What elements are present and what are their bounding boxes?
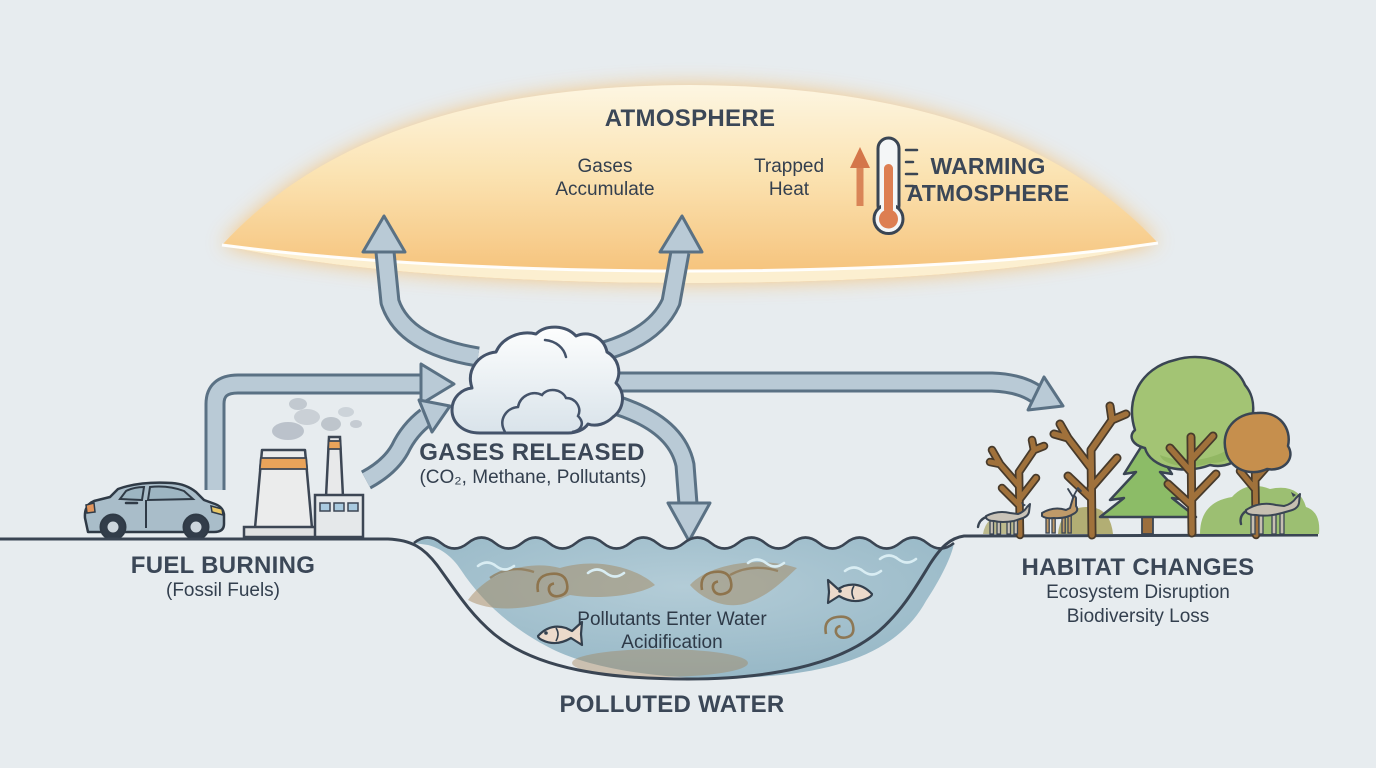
- arrow-cloud-to-atmosphere-left-icon: [361, 214, 480, 368]
- bare-tree-icon: [1049, 401, 1131, 540]
- wave-icon: [476, 554, 918, 578]
- trapped-heat-line2: Heat: [768, 179, 810, 200]
- habitat-changes-line2: Biodiversity Loss: [1066, 606, 1210, 627]
- polluted-water-title: POLLUTED WATER: [559, 691, 785, 718]
- arrow-factory-to-cloud-icon: [360, 398, 452, 490]
- power-plant-icon: [242, 435, 365, 539]
- warming-atmosphere-label: WARMING ATMOSPHERE: [907, 153, 1070, 207]
- ground-line: [0, 533, 1319, 681]
- water-annotation-line1: Pollutants Enter Water: [577, 609, 767, 630]
- fish-icon: [536, 620, 584, 647]
- fuel-burning-title: FUEL BURNING: [130, 552, 316, 579]
- gases-released-title: GASES RELEASED: [419, 439, 645, 466]
- gases-accumulate-label: Gases Accumulate: [555, 155, 654, 201]
- water-annotation: Pollutants Enter Water Acidification: [577, 608, 766, 654]
- arrow-car-to-cloud-icon: [204, 362, 456, 490]
- water-annotation-line2: Acidification: [621, 632, 723, 653]
- fish-icon: [826, 578, 874, 605]
- atmosphere-title: ATMOSPHERE: [604, 105, 776, 132]
- trapped-heat-label: Trapped Heat: [754, 155, 824, 201]
- gases-accumulate-line2: Accumulate: [555, 179, 655, 200]
- atmosphere-dome: [221, 85, 1159, 283]
- gases-accumulate-line1: Gases: [577, 156, 633, 177]
- habitat-scene: [976, 355, 1320, 540]
- autumn-tree-icon: [1223, 411, 1292, 540]
- pine-tree-icon: [1098, 434, 1198, 535]
- cloud-icon: [450, 325, 624, 435]
- leafy-tree-icon: [1130, 355, 1255, 538]
- wolf-icon: [1239, 492, 1301, 535]
- fuel-burning-subtitle: (Fossil Fuels): [165, 580, 281, 601]
- wolf-icon: [976, 502, 1031, 535]
- flow-arrows: [204, 214, 1065, 543]
- habitat-changes-title: HABITAT CHANGES: [1021, 554, 1255, 581]
- deer-icon: [1041, 487, 1082, 534]
- warming-line1: WARMING: [930, 153, 1046, 179]
- polluted-water-basin: [413, 536, 955, 679]
- arrow-cloud-to-water-icon: [606, 392, 712, 543]
- smoke-icon: [272, 398, 362, 440]
- car-icon: [83, 481, 226, 541]
- arrow-cloud-to-habitat-icon: [612, 371, 1065, 412]
- trapped-heat-line1: Trapped: [753, 156, 825, 177]
- warming-line2: ATMOSPHERE: [906, 180, 1070, 206]
- bare-tree-icon: [985, 435, 1049, 540]
- thermometer-icon: [872, 136, 919, 235]
- up-arrow-icon: [850, 147, 870, 206]
- gases-released-subtitle: (CO₂, Methane, Pollutants): [419, 467, 647, 488]
- habitat-changes-line1: Ecosystem Disruption: [1046, 582, 1230, 603]
